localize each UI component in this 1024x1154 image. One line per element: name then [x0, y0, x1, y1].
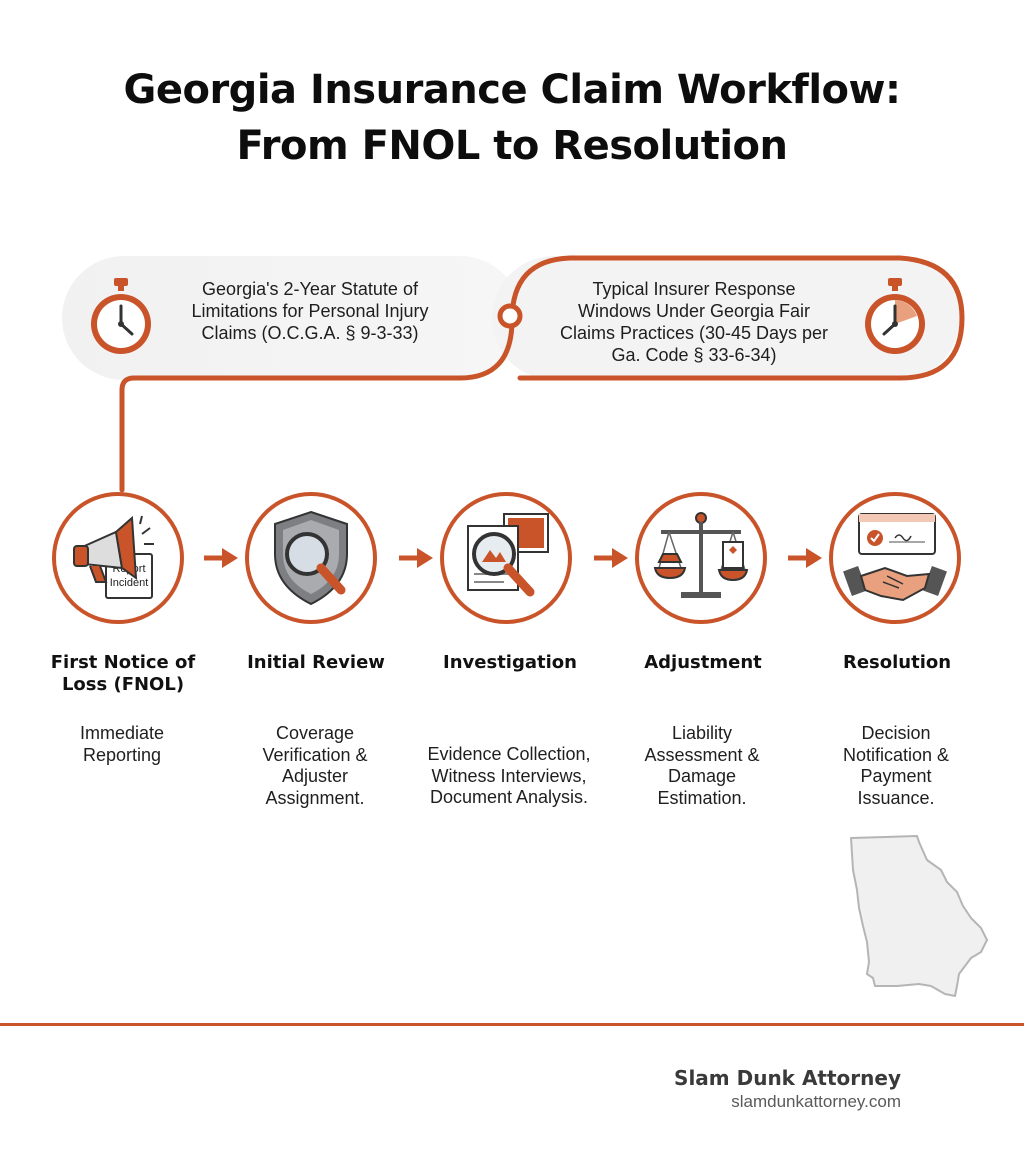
step-investigation-title-line-1: Investigation: [443, 652, 577, 673]
step-adjustment-circle: [635, 492, 767, 624]
step-fnol-circle: Report Incident: [52, 492, 184, 624]
footer-divider: [0, 1023, 1024, 1026]
arrow-icon: [594, 548, 628, 568]
step-resolution-circle: [829, 492, 961, 624]
step-investigation-desc: Evidence Collection, Witness Interviews,…: [409, 744, 609, 809]
arrow-icon: [399, 548, 433, 568]
step-initial-review-desc-line-3: Adjuster: [281, 766, 349, 786]
step-adjustment-desc-line-2: Assessment &: [644, 744, 760, 765]
step-fnol-title-line-2: Loss (FNOL): [61, 674, 185, 695]
step-resolution-desc-line-1: Decision: [861, 723, 931, 743]
megaphone-icon: Report Incident: [73, 515, 154, 599]
left-timer-text: Georgia's 2-Year Statute of Limitations …: [160, 278, 460, 344]
handshake-check-icon: [843, 513, 947, 602]
step-initial-review-desc-line-2: Verification &: [262, 744, 368, 765]
step-resolution-desc-line-2: Notification &: [842, 744, 950, 765]
title-line-1: Georgia Insurance Claim Workflow:: [123, 67, 901, 113]
step-investigation-desc-line-1: Evidence Collection,: [427, 744, 591, 764]
step-adjustment-desc-line-4: Estimation.: [657, 787, 747, 808]
step-fnol-desc-line-1: Immediate: [79, 723, 165, 743]
step-initial-review-circle: [245, 492, 377, 624]
megaphone-icon-text-2: Incident: [110, 577, 149, 589]
step-initial-review-desc: Coverage Verification & Adjuster Assignm…: [215, 723, 415, 809]
step-investigation-title: Investigation: [415, 652, 605, 674]
arrow-icon: [204, 548, 238, 568]
stopwatch-icon: [91, 278, 151, 354]
step-fnol-title-line-1: First Notice of: [50, 652, 196, 673]
scales-icon: [653, 512, 749, 598]
page-title: Georgia Insurance Claim Workflow: From F…: [0, 62, 1024, 174]
document-magnifier-icon: [467, 513, 549, 597]
brand-url: slamdunkattorney.com: [731, 1092, 901, 1111]
step-adjustment-title: Adjustment: [608, 652, 798, 674]
step-initial-review-title-line-1: Initial Review: [247, 652, 385, 673]
right-timer-line-2: Windows Under Georgia Fair: [577, 301, 811, 321]
step-adjustment-desc-line-1: Liability: [671, 723, 733, 743]
timeline-line: [119, 255, 965, 493]
step-fnol-title: First Notice of Loss (FNOL): [28, 652, 218, 696]
step-investigation-circle: [440, 492, 572, 624]
georgia-map-icon: [850, 835, 988, 997]
right-timer-pill: [492, 256, 960, 380]
step-initial-review-title: Initial Review: [221, 652, 411, 674]
step-investigation-desc-line-2: Witness Interviews,: [431, 765, 587, 786]
left-timer-line-2: Limitations for Personal Injury: [191, 301, 429, 321]
step-resolution-title: Resolution: [802, 652, 992, 674]
right-timer-line-1: Typical Insurer Response: [592, 279, 796, 299]
right-timer-line-3: Claims Practices (30-45 Days per: [559, 323, 829, 343]
step-adjustment-desc-line-3: Damage: [667, 766, 737, 786]
right-timer-text: Typical Insurer Response Windows Under G…: [536, 278, 852, 366]
left-timer-line-3: Claims (O.C.G.A. § 9-3-33): [201, 323, 419, 343]
brand-name: Slam Dunk Attorney: [674, 1066, 901, 1090]
shield-magnifier-icon: [274, 510, 348, 606]
step-adjustment-desc: Liability Assessment & Damage Estimation…: [602, 723, 802, 809]
step-fnol-desc-line-2: Reporting: [82, 744, 162, 765]
arrow-icon: [788, 548, 822, 568]
step-adjustment-title-line-1: Adjustment: [644, 652, 762, 673]
title-line-2: From FNOL to Resolution: [236, 123, 788, 169]
step-resolution-desc-line-4: Issuance.: [857, 787, 935, 808]
right-timer-line-4: Ga. Code § 33-6-34): [611, 345, 777, 365]
step-resolution-desc-line-3: Payment: [860, 766, 932, 786]
step-investigation-desc-line-3: Document Analysis.: [429, 787, 589, 807]
step-fnol-desc: Immediate Reporting: [22, 723, 222, 766]
step-initial-review-desc-line-1: Coverage: [275, 723, 355, 743]
left-timer-pill: [62, 256, 522, 380]
timeline-node: [497, 303, 523, 329]
step-resolution-title-line-1: Resolution: [842, 652, 952, 673]
step-resolution-desc: Decision Notification & Payment Issuance…: [796, 723, 996, 809]
stopwatch-icon: [865, 278, 925, 354]
step-initial-review-desc-line-4: Assignment.: [265, 787, 365, 808]
left-timer-line-1: Georgia's 2-Year Statute of: [202, 279, 418, 299]
